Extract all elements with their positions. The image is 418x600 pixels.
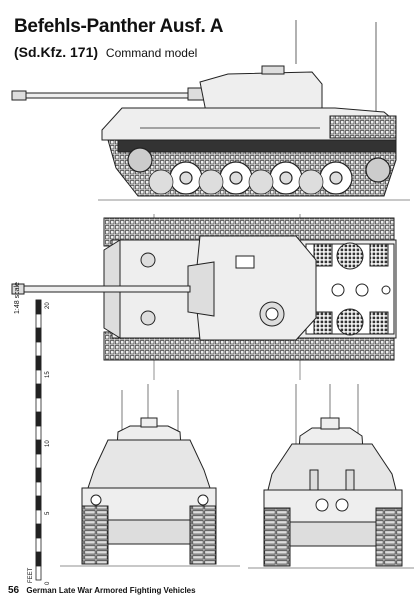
page-number: 56 <box>8 585 20 596</box>
front-view <box>60 384 240 567</box>
page-subtitle: (Sd.Kfz. 171) Command model <box>14 44 197 60</box>
book-title: German Late War Armored Fighting Vehicle… <box>26 586 196 595</box>
top-view <box>11 214 397 380</box>
scale-tick: 20 <box>45 302 51 309</box>
page-footer: 56 German Late War Armored Fighting Vehi… <box>8 585 196 596</box>
scale-tick: 10 <box>45 440 51 447</box>
scale-tick: 15 <box>45 371 51 378</box>
designation-label: (Sd.Kfz. 171) <box>14 44 99 60</box>
side-view <box>11 20 410 201</box>
scale-tick: 5 <box>45 511 51 515</box>
scale-title: 1:48 scale <box>14 282 21 314</box>
scale-bar <box>35 299 42 581</box>
rear-view <box>248 384 414 569</box>
scale-unit: FEET <box>28 567 34 583</box>
page-title: Befehls-Panther Ausf. A <box>14 16 224 37</box>
model-description: Command model <box>105 46 198 60</box>
